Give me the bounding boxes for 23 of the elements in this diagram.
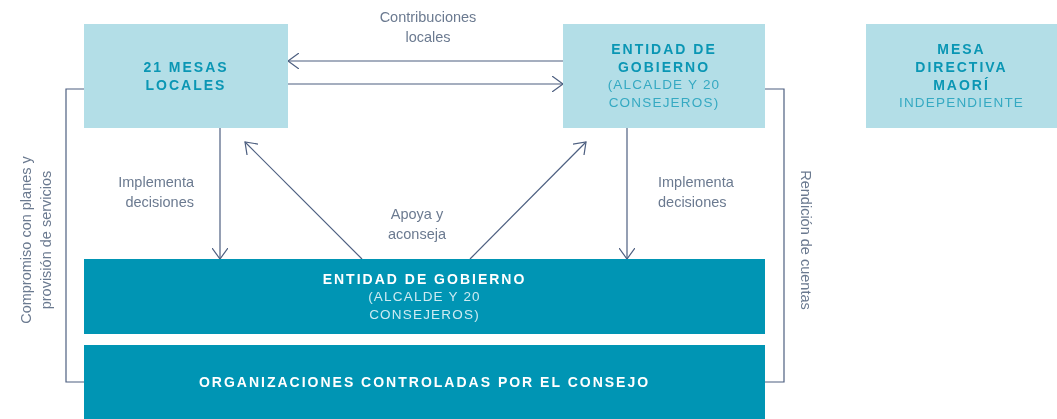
entity-box xyxy=(866,24,1057,128)
entity-box xyxy=(563,24,765,128)
edge-label: Rendición de cuentas xyxy=(797,169,815,312)
entity-box xyxy=(84,259,765,334)
arrow xyxy=(287,75,564,93)
arrow xyxy=(618,127,636,260)
box-subtitle: (ALCALDE Y 20 CONSEJEROS) xyxy=(367,287,482,324)
box-subtitle: (ALCALDE Y 20 CONSEJEROS) xyxy=(606,76,722,112)
entity-box xyxy=(84,24,288,128)
box-title: ENTIDAD DE GOBIERNO xyxy=(322,269,527,288)
connector-line xyxy=(65,88,85,383)
box-title: MESA DIRECTIVA MAORÍ xyxy=(914,40,1009,94)
arrow xyxy=(244,141,363,260)
entity-box xyxy=(84,345,765,419)
box-title: ORGANIZACIONES CONTROLADAS POR EL CONSEJO xyxy=(198,373,651,391)
arrow xyxy=(469,141,587,260)
box-subtitle: INDEPENDIENTE xyxy=(898,94,1025,112)
edge-label: Compromiso con planes y provisión de servicios xyxy=(17,155,55,326)
connector-line xyxy=(764,88,785,383)
box-title: 21 MESAS LOCALES xyxy=(142,58,230,94)
arrow xyxy=(287,52,564,70)
box-title: ENTIDAD DE GOBIERNO xyxy=(610,40,718,76)
arrow xyxy=(211,127,229,260)
